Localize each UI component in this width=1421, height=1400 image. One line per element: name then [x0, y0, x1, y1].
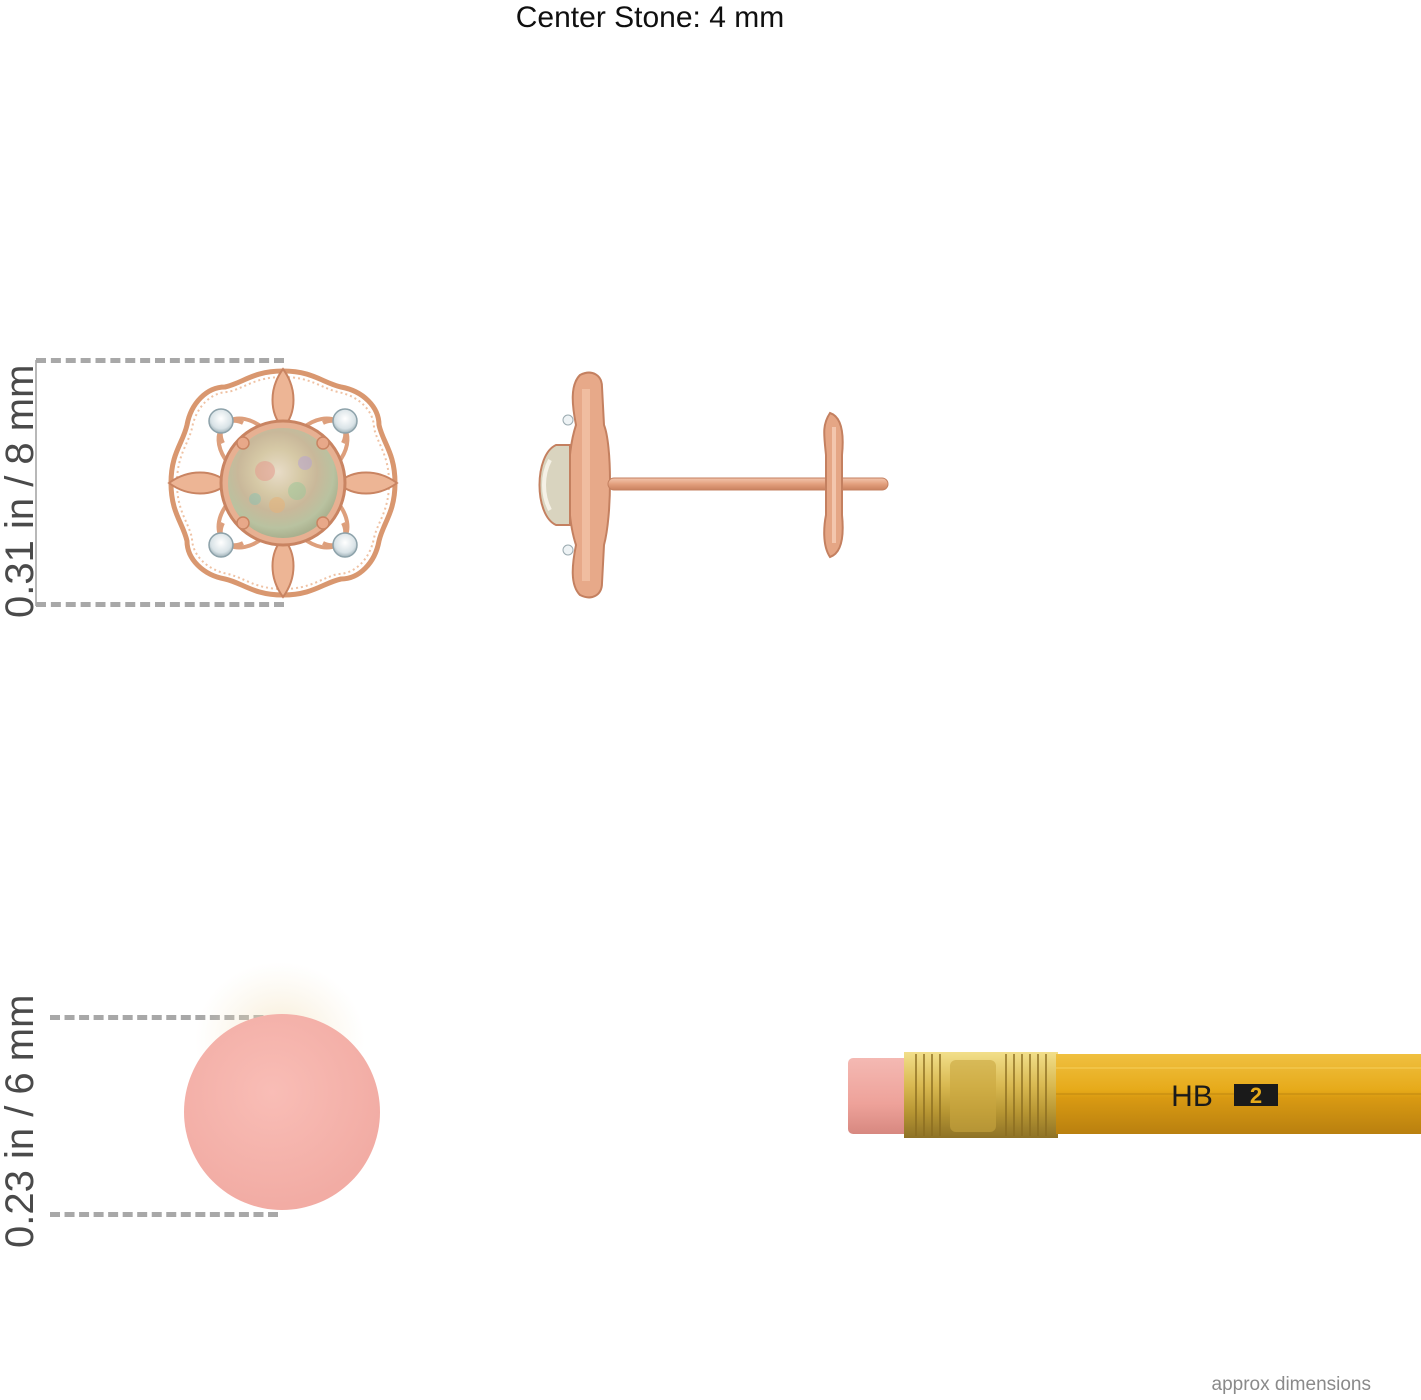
- pencil-image: 2 HB: [848, 1052, 1421, 1138]
- eraser-end-view: [184, 962, 380, 1210]
- eraser-bottom-dashed-line: [50, 1212, 278, 1217]
- eraser-height-label: 0.23 in / 6 mm: [0, 994, 42, 1248]
- earring-top-dashed-line: [36, 358, 284, 363]
- pencil-brand-text: HB: [1171, 1080, 1213, 1113]
- page-title: Center Stone: 4 mm: [515, 1, 785, 34]
- earring-front-view: [167, 367, 399, 599]
- earring-bottom-dashed-line: [36, 602, 284, 607]
- earring-side-view: [538, 371, 889, 599]
- eraser-top-dashed-line: [50, 1015, 278, 1020]
- pencil-grade-text: 2: [1250, 1083, 1262, 1108]
- earring-dimension-line: [35, 360, 37, 606]
- earring-height-label: 0.31 in / 8 mm: [0, 364, 42, 618]
- approx-dimensions-note: approx dimensions: [1211, 1374, 1371, 1395]
